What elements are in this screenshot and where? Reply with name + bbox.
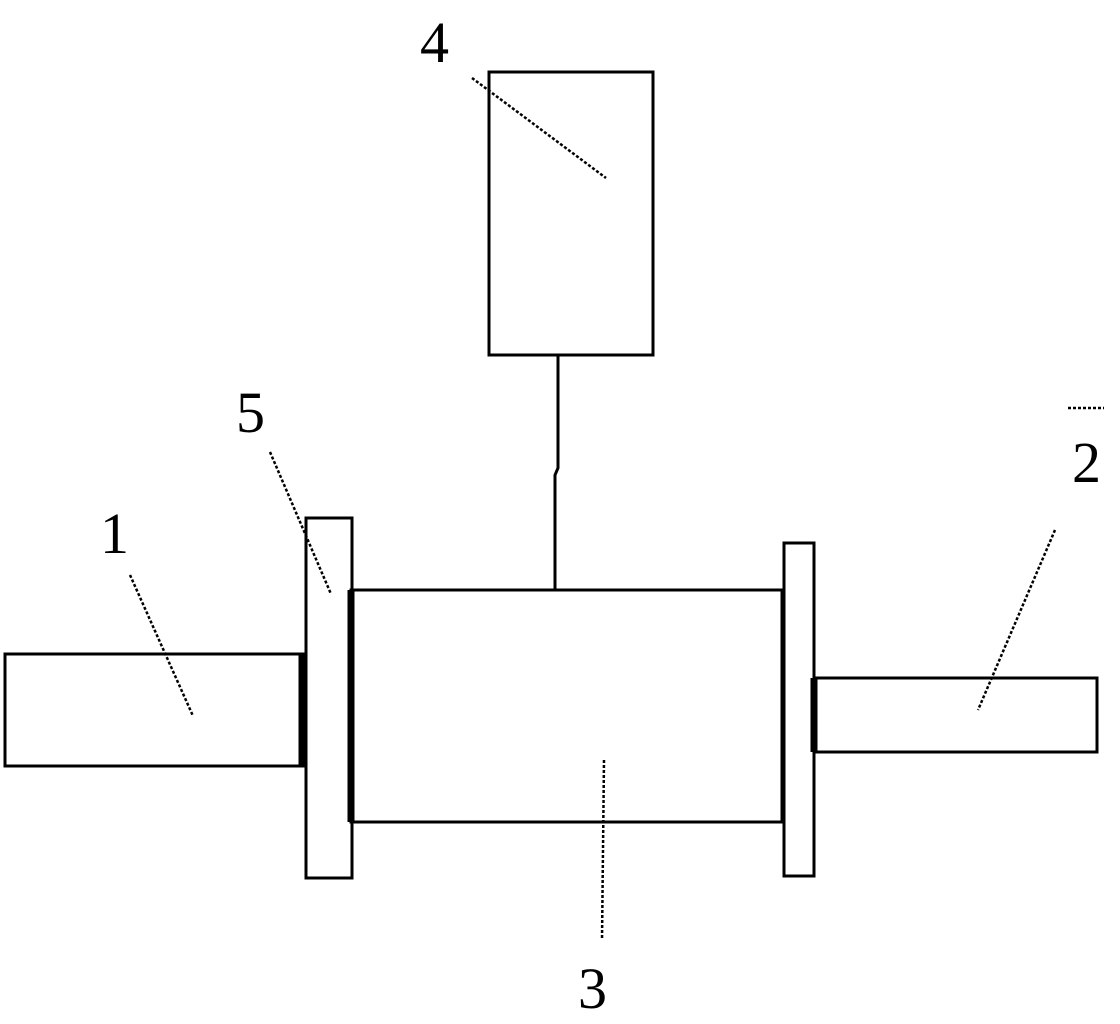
- leader-line-3: [600, 759, 606, 941]
- connecting-wire: [553, 355, 560, 590]
- leader-line-2: [976, 529, 1057, 711]
- outlet-pipe: [812, 676, 1099, 754]
- leader-line-1: [128, 574, 195, 717]
- leader-line-5: [268, 451, 333, 595]
- label-1: 1: [100, 501, 129, 566]
- control-box: [487, 70, 655, 357]
- left-flange: [304, 516, 354, 880]
- label-2: 2: [1072, 430, 1101, 495]
- inlet-pipe: [3, 652, 307, 768]
- label-5: 5: [236, 380, 265, 445]
- label-4: 4: [420, 10, 449, 75]
- leader-line-4: [471, 76, 607, 180]
- label-3: 3: [578, 956, 607, 1021]
- right-flange: [782, 541, 816, 878]
- main-body: [349, 588, 788, 824]
